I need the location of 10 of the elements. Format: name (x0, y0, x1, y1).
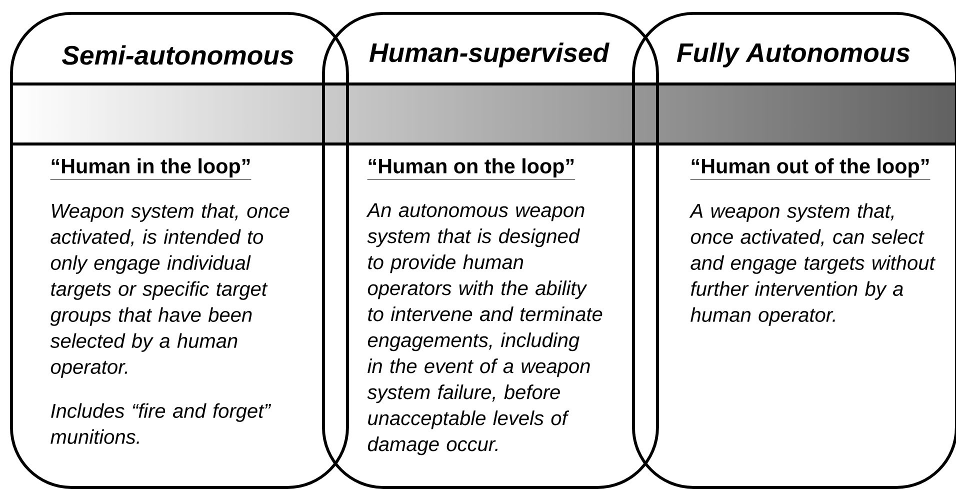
column-heading: Semi-autonomous (62, 45, 294, 65)
quote-heading: “Human out of the loop” (690, 158, 930, 180)
quote-heading: “Human on the loop” (367, 158, 576, 180)
column-heading: Fully Autonomous (676, 42, 910, 68)
description-text: An autonomous weapon system that is designed to provide human operators with the ability to intervene and terminate engagements, including in the event of a weapon system failure, before unacceptable levels of damage occur. (366, 203, 602, 456)
description-text: Weapon system that, once activated, is intended to only engage individual targets or specific target groups that have been selected by a human operator. (50, 203, 290, 378)
column-heading: Human-supervised (369, 42, 610, 68)
description-text: Includes “fire and forget” munitions. (50, 403, 272, 444)
description-text: A weapon system that, once activated, can select and engage targets without further intervention by a human operator. (689, 203, 936, 326)
quote-heading: “Human in the loop” (50, 158, 252, 180)
